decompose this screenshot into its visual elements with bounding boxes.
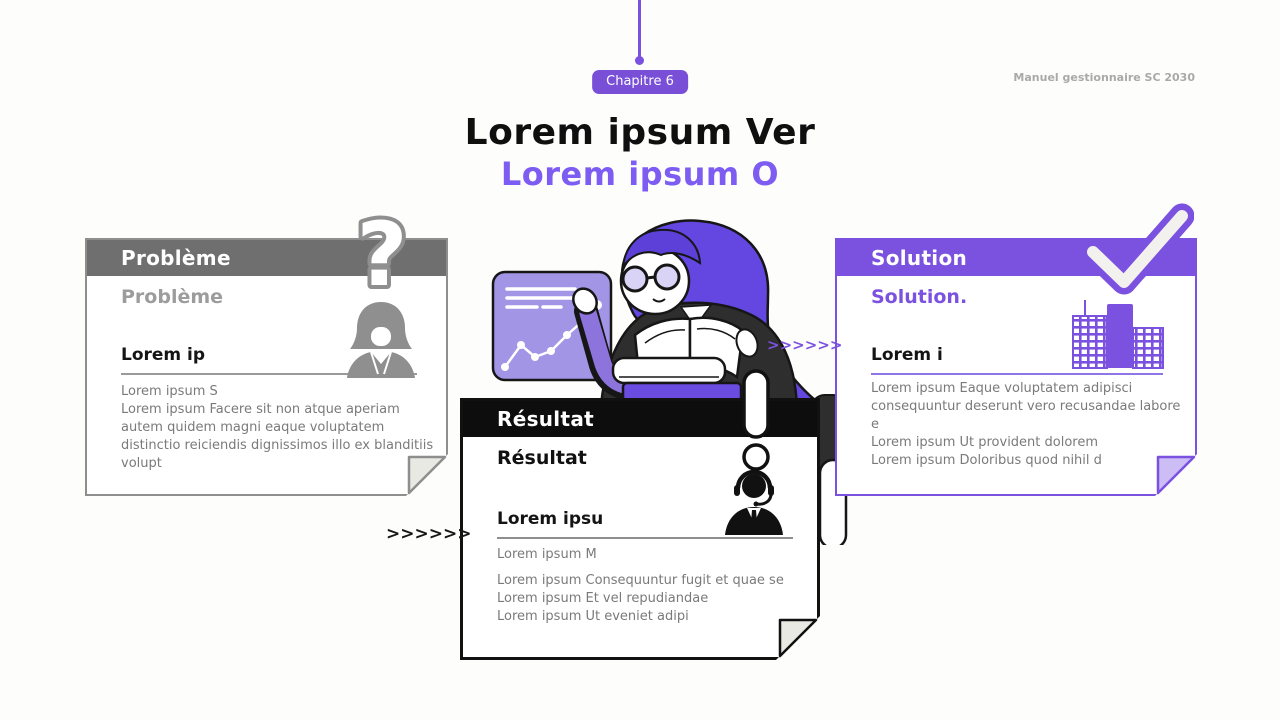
checkmark-icon [1080,203,1194,295]
solution-card: Solution Solution. Lorem i Lorem ipsum E… [835,203,1198,497]
problem-card-header: Problème [87,240,446,276]
slide-title-black: Lorem ipsum Ver [464,112,816,153]
slide-title-purple: Lorem ipsum O [500,155,780,193]
problem-divider [121,373,417,375]
problem-body: Lorem ipsum S Lorem ipsum Facere sit non… [121,384,434,471]
problem-heading: Lorem ip [121,345,206,365]
chapter-connector-dot [635,56,644,65]
solution-body: Lorem ipsum Eaque voluptatem adipisci co… [871,381,1181,468]
result-subtitle: Résultat [497,447,587,469]
problem-subtitle: Problème [121,286,224,308]
solution-subtitle: Solution. [871,286,968,308]
support-agent-icon [725,469,783,535]
solution-divider [871,373,1163,375]
question-mark-icon: ? [352,205,411,305]
svg-text:?: ? [356,205,407,305]
folded-corner [776,616,820,660]
exclamation-icon [742,369,770,471]
corner-note: Manuel gestionnaire SC 2030 [1013,71,1195,84]
folded-corner [405,453,449,497]
result-heading: Lorem ipsu [497,509,604,529]
chapter-badge: Chapitre 6 [592,70,688,94]
flow-arrow-left: >>>>>> [386,524,472,544]
folded-corner [1154,453,1198,497]
flow-arrow-right: >>>>>> [767,336,843,354]
chapter-connector-line [638,0,641,62]
businesswoman-icon [347,302,415,378]
result-body: Lorem ipsum M Lorem ipsum Consequuntur f… [497,547,784,624]
result-card: Résultat Résultat Lorem ipsu Lorem ipsum… [460,369,820,660]
result-divider [497,537,793,539]
buildings-icon [1072,300,1164,369]
problem-card: Problème Problème Lorem ip Lorem ipsum S… [85,205,449,497]
solution-heading: Lorem i [871,345,943,365]
